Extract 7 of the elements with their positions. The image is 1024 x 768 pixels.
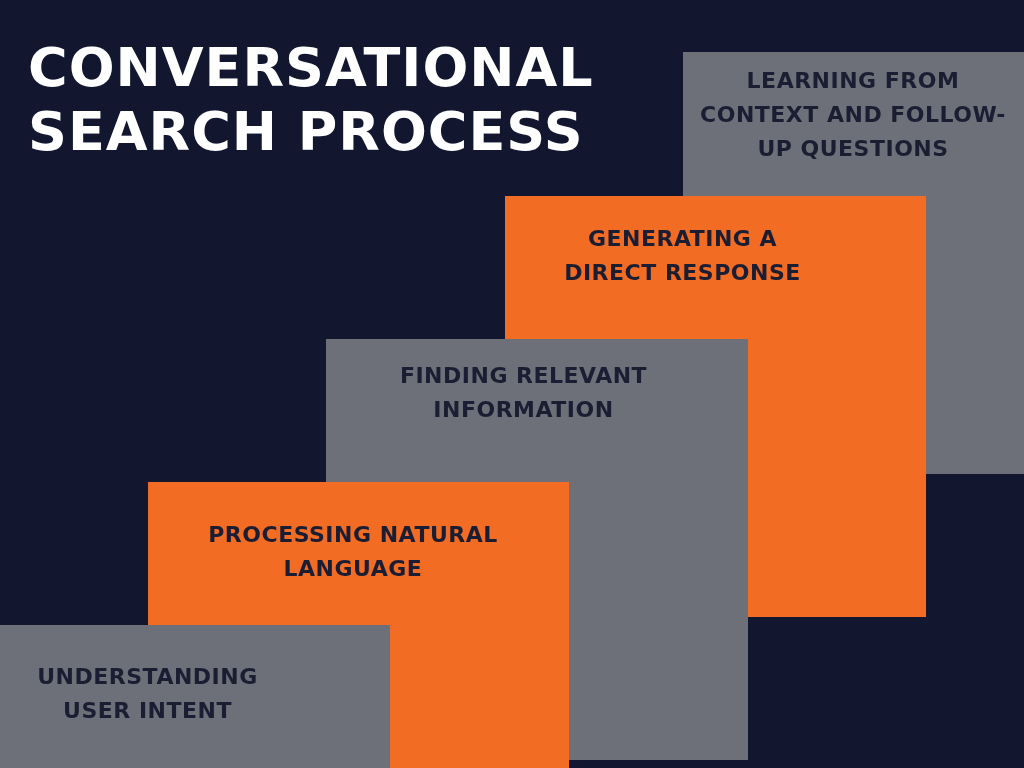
step-label: UNDERSTANDING USER INTENT bbox=[36, 663, 259, 725]
step-label: PROCESSING NATURAL LANGUAGE bbox=[207, 521, 499, 583]
step-label: GENERATING A DIRECT RESPONSE bbox=[563, 225, 802, 287]
step-label: LEARNING FROM CONTEXT AND FOLLOW-UP QUESTIONS bbox=[699, 67, 1007, 163]
step-box bbox=[0, 625, 390, 768]
step-label: FINDING RELEVANT INFORMATION bbox=[398, 362, 649, 424]
title: CONVERSATIONAL SEARCH PROCESS bbox=[28, 36, 595, 164]
